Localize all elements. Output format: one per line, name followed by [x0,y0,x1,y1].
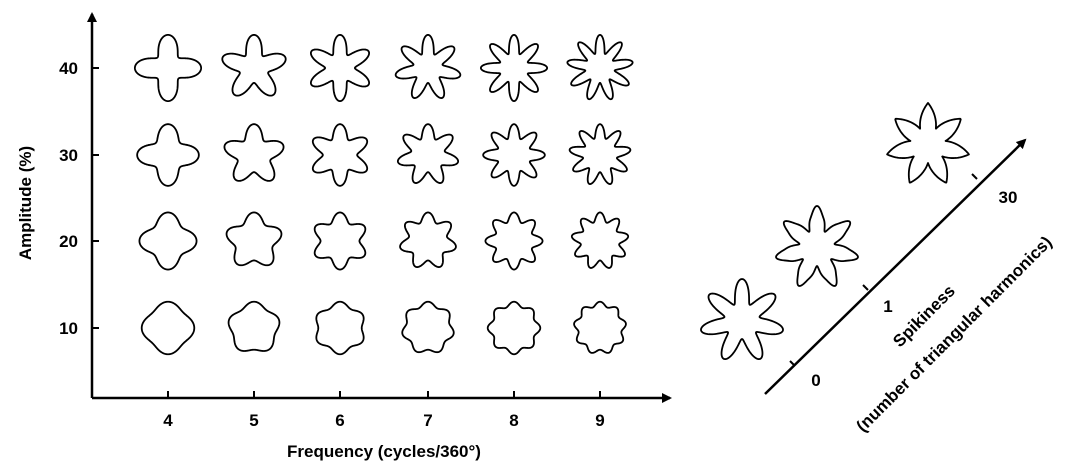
y-tick-label-40: 40 [59,59,78,78]
shape-freq-4-amp-10 [140,300,196,356]
spikiness-shape-1 [775,205,859,287]
shape-freq-5-amp-10 [227,300,281,352]
spikiness-tick-0 [789,360,796,367]
shape-freq-7-amp-30 [396,123,460,184]
shape-freq-8-amp-40 [479,33,549,103]
shape-freq-9-amp-10 [573,300,627,354]
shape-freq-7-amp-40 [394,33,462,99]
shape-freq-9-amp-20 [570,211,630,269]
shape-freq-4-amp-40 [133,33,203,103]
y-axis-title: Amplitude (%) [16,146,35,260]
x-tick-label-8: 8 [509,411,518,430]
shape-freq-6-amp-10 [315,300,365,356]
spikiness-axis [764,138,1027,395]
y-tick-label-10: 10 [59,319,78,338]
y-tick-label-20: 20 [59,232,78,251]
x-tick-label-4: 4 [163,411,173,430]
spikiness-tick-label-0: 0 [811,371,820,390]
spikiness-axis-title-line2: (number of triangular harmonics) [853,233,1056,436]
shape-freq-5-amp-30 [223,123,285,182]
shape-freq-8-amp-10 [486,300,542,356]
shape-freq-6-amp-30 [311,123,369,187]
shape-freq-8-amp-20 [484,211,544,271]
shape-freq-5-amp-20 [225,211,283,267]
x-tick-label-9: 9 [595,411,604,430]
shape-freq-6-amp-20 [313,211,367,271]
shape-grid [133,33,634,356]
spikiness-tick-label-30: 30 [999,188,1018,207]
shape-freq-7-amp-20 [399,211,457,268]
spikiness-tick-30 [971,173,978,180]
spikiness-shapes [700,102,970,361]
spikiness-shape-0 [700,278,784,361]
shape-freq-9-amp-30 [568,123,632,185]
shape-freq-7-amp-10 [401,300,455,354]
x-tick-label-7: 7 [423,411,432,430]
x-tick-label-6: 6 [335,411,344,430]
y-tick-label-30: 30 [59,146,78,165]
spikiness-tick-1 [862,284,869,291]
shape-freq-5-amp-40 [221,33,287,97]
shape-freq-9-amp-40 [566,33,634,101]
x-tick-label-5: 5 [249,411,258,430]
x-axis-title: Frequency (cycles/360°) [287,442,481,461]
shape-freq-4-amp-30 [136,123,200,187]
shape-freq-8-amp-30 [482,123,546,187]
shape-freq-4-amp-20 [138,211,198,271]
spikiness-shape-30 [886,102,970,184]
spikiness-tick-label-1: 1 [883,297,892,316]
shape-freq-6-amp-40 [309,33,371,103]
